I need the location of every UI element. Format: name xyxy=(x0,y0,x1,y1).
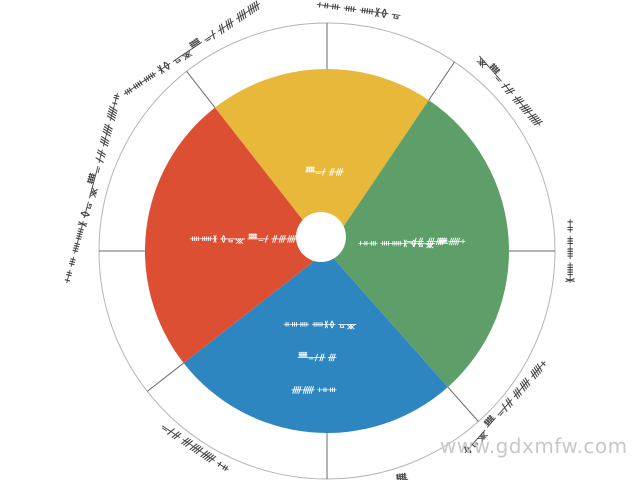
slice-label: ᚚᚋᚌ ᚍᚎ ᚏᚐ xyxy=(406,237,466,247)
ring-label: ᚐᚑ ᚒᚓ ᚔᚕ xyxy=(564,218,577,283)
leader-line xyxy=(428,61,455,101)
ring-label: ᚚᚋᚌ ᚍᚎᚏ ᚐᚑ xyxy=(158,420,232,476)
center-hole xyxy=(296,212,346,262)
ring-label: ᚒᚓᚔ ᚕᚖ ᚗᚘᚙ ᚚᚋ ᚌᚍ ᚎᚏ xyxy=(119,0,264,100)
slice-label: ᚑᚒᚓ ᚔᚕᚖ ᚗᚘ xyxy=(283,320,357,330)
slice-label: ᚙᚚᚋ ᚌᚍ xyxy=(304,166,344,178)
pie-slice-0 xyxy=(214,68,429,251)
leader-line xyxy=(186,71,216,108)
leader-line xyxy=(447,386,479,422)
slice-label: ᚐᚑᚒ ᚓᚔᚕ ᚖᚗᚘ ᚙ xyxy=(357,237,449,249)
ring-label: ᚐᚑᚒ ᚓ ᚔᚕᚖ ᚗ xyxy=(315,0,401,22)
pie-slice-3 xyxy=(145,107,327,364)
watermark-text: www.gdxmfw.com xyxy=(440,434,628,458)
donut-hole xyxy=(296,212,346,262)
pie-slices xyxy=(145,68,510,433)
leader-lines xyxy=(99,23,555,479)
slice-labels: ᚙᚚᚋ ᚌᚍ ᚐᚑᚒ ᚓᚔᚕ ᚖᚗᚘ ᚙᚚᚋᚌ ᚍᚎ ᚏᚐ ᚑᚒᚓ ᚔᚕᚖ ᚗᚘ ᚙᚚ… xyxy=(189,166,466,396)
ring-label: ᚐᚑ ᚒ ᚓᚔᚕ ᚖᚗ ᚘᚙᚚ ᚋᚌ ᚍᚎ ᚏᚐᚑ xyxy=(59,91,124,285)
pie-slice-2 xyxy=(183,251,448,433)
pie-slice-1 xyxy=(327,100,510,388)
leader-line xyxy=(147,362,184,392)
slice-label: ᚎᚏ ᚐᚑᚒ xyxy=(291,385,338,395)
ring-label: ᚘᚙᚚ ᚋᚌ ᚍᚎᚏ xyxy=(474,50,546,130)
slice-label: ᚙᚚᚋᚌ ᚍ xyxy=(297,351,337,363)
slice-label: ᚓᚔᚕ ᚖᚗᚘ ᚙᚚᚋ ᚌᚍᚎ ᚏ xyxy=(189,233,313,245)
